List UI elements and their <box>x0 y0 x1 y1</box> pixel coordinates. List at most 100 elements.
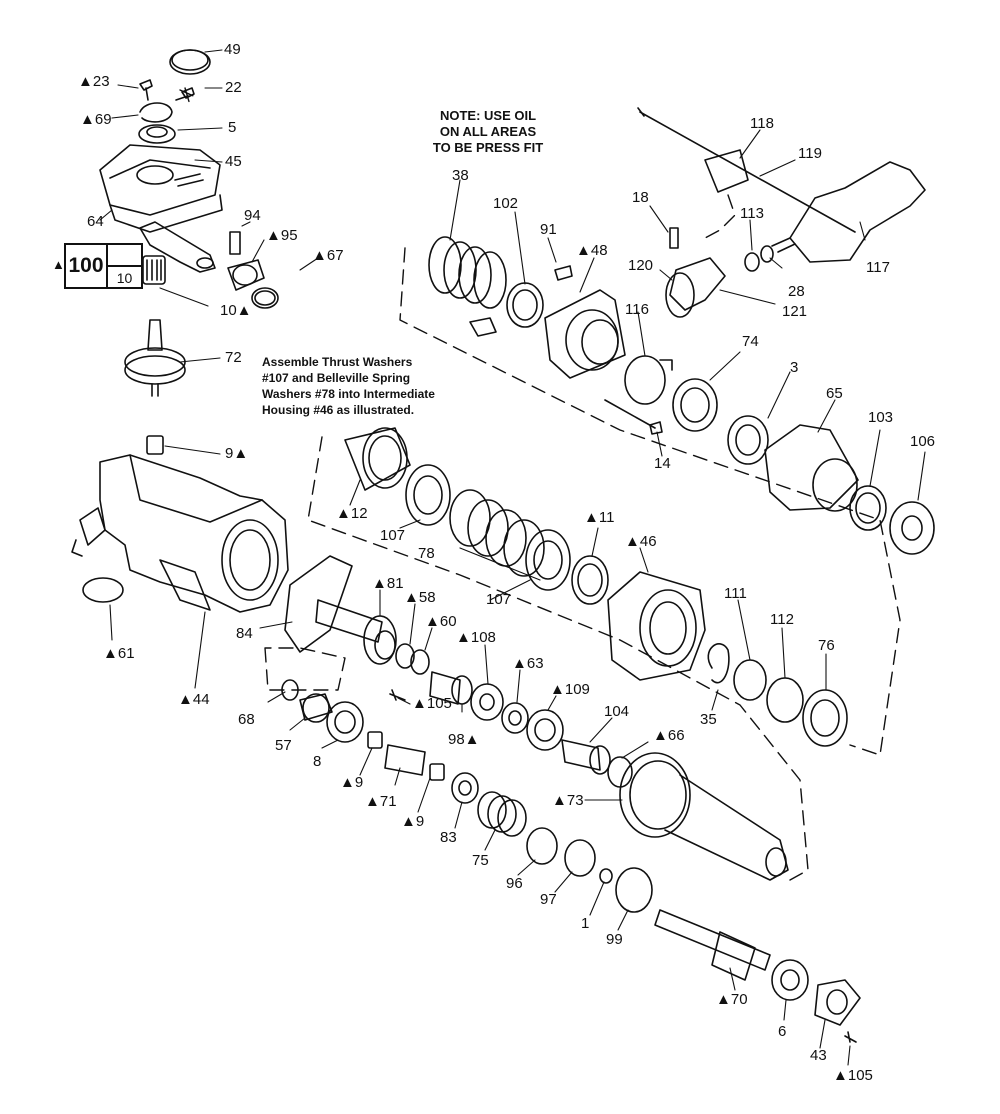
part-connecting-rod <box>139 221 216 273</box>
part-cover-plate-45 <box>99 144 221 216</box>
part-label-12: ▲12 <box>336 505 368 522</box>
part-ring-103 <box>849 485 887 531</box>
part-label-94: 94 <box>244 207 261 224</box>
part-anvil-104 <box>561 739 611 775</box>
part-intermediate-housing-46 <box>607 571 706 681</box>
part-label-68: 68 <box>238 711 255 728</box>
part-bearing-5 <box>138 124 176 144</box>
leader-lines <box>99 49 926 1066</box>
oil-note-line-3: TO BE PRESS FIT <box>432 140 544 155</box>
part-label-22: 22 <box>225 79 242 96</box>
part-label-18: 18 <box>632 189 649 206</box>
part-oring-67 <box>251 287 279 309</box>
part-clip <box>469 317 497 337</box>
part-label-107-lower: 107 <box>486 591 512 608</box>
kit-box-main-number: 100 <box>66 245 108 287</box>
part-washers-113-28 <box>744 245 774 272</box>
part-label-78: 78 <box>418 545 435 562</box>
part-bearing-11 <box>571 555 609 605</box>
part-spring-75 <box>477 791 527 837</box>
oil-note-line-2: ON ALL AREAS <box>439 124 537 139</box>
part-label-109: ▲109 <box>550 681 590 698</box>
part-label-46: ▲46 <box>625 533 657 550</box>
part-label-65: 65 <box>826 385 843 402</box>
part-handle-117 <box>771 161 926 263</box>
part-label-14: 14 <box>654 455 671 472</box>
part-label-105-lower: ▲105 <box>833 1067 873 1084</box>
part-depth-rod-119 <box>637 107 856 233</box>
part-screw-14 <box>604 399 663 435</box>
part-label-75: 75 <box>472 852 489 869</box>
part-label-63: ▲63 <box>512 655 544 672</box>
part-nose-65 <box>764 424 859 512</box>
part-label-97: 97 <box>540 891 557 908</box>
part-label-72: 72 <box>225 349 242 366</box>
part-retaining-ring-69 <box>139 102 173 123</box>
part-clamp-116 <box>624 355 673 405</box>
part-label-38: 38 <box>452 167 469 184</box>
part-clamp-120-121 <box>665 257 726 318</box>
part-label-64: 64 <box>87 213 104 230</box>
part-label-96: 96 <box>506 875 523 892</box>
part-bearing-10 <box>142 255 166 285</box>
part-label-116: 116 <box>625 301 649 318</box>
part-clutch-68-57 <box>281 679 333 723</box>
part-label-35: 35 <box>700 711 717 728</box>
part-screw-105 <box>389 689 406 701</box>
part-belleville-springs-78 <box>449 489 545 577</box>
part-label-5: 5 <box>228 119 237 136</box>
part-pin-18 <box>669 227 679 249</box>
part-shaft-70 <box>654 909 771 981</box>
part-rings-35-111-112-76 <box>707 643 848 747</box>
part-label-67: ▲67 <box>312 247 344 264</box>
part-label-99: 99 <box>606 931 623 948</box>
part-plate-43 <box>814 979 861 1043</box>
part-label-11: ▲11 <box>584 509 615 526</box>
dashed-group-outlines <box>179 87 901 881</box>
part-bearing-8 <box>326 701 364 743</box>
part-shaft-71 <box>367 731 445 781</box>
part-label-1: 1 <box>581 915 590 932</box>
part-label-83: 83 <box>440 829 457 846</box>
part-seal-106 <box>889 501 935 555</box>
part-bearing-9 <box>146 435 164 455</box>
part-thrust-washers-107 <box>405 464 571 591</box>
assembly-instruction-line-1: Assemble Thrust Washers <box>262 355 413 369</box>
kit-marker: ▲ <box>52 257 65 272</box>
part-label-44: ▲44 <box>178 691 210 708</box>
part-label-102: 102 <box>493 195 519 212</box>
part-label-74: 74 <box>742 333 759 350</box>
part-rod-clamp-118 <box>704 149 749 193</box>
kit-box-sub-number: 10 <box>108 265 141 289</box>
part-label-9-lower-b: ▲9 <box>401 813 425 830</box>
kit-box: 100 10 <box>64 243 143 289</box>
part-label-9-lower-a: ▲9 <box>340 774 364 791</box>
part-label-98: 98▲ <box>448 731 480 748</box>
assembly-instruction: Assemble Thrust Washers #107 and Bellevi… <box>262 354 462 418</box>
part-gasket-84 <box>284 555 353 653</box>
part-piston-95 <box>227 259 265 291</box>
part-cap-49 <box>169 49 211 75</box>
part-front-housing-48 <box>544 289 626 379</box>
part-label-71: ▲71 <box>365 793 397 810</box>
part-gear-72 <box>124 319 186 397</box>
part-housing-44 <box>71 454 289 613</box>
part-label-9: 9▲ <box>225 445 249 462</box>
part-label-95: ▲95 <box>266 227 298 244</box>
part-label-48: ▲48 <box>576 242 608 259</box>
part-label-6: 6 <box>778 1023 787 1040</box>
part-label-61: ▲61 <box>103 645 135 662</box>
part-gears-96-97-1-99 <box>526 827 653 913</box>
part-label-58: ▲58 <box>404 589 436 606</box>
part-oring-66 <box>607 756 633 788</box>
part-bearing-12 <box>344 427 411 491</box>
part-label-111: 111 <box>724 585 747 602</box>
part-bearing-6 <box>771 959 809 1001</box>
part-oring-61 <box>82 577 124 603</box>
part-label-73: ▲73 <box>552 792 584 809</box>
oil-note-line-1: NOTE: USE OIL <box>439 108 537 123</box>
part-spindle-73 <box>619 752 789 881</box>
part-washers-108-63-109 <box>470 683 564 751</box>
part-label-84: 84 <box>236 625 253 642</box>
